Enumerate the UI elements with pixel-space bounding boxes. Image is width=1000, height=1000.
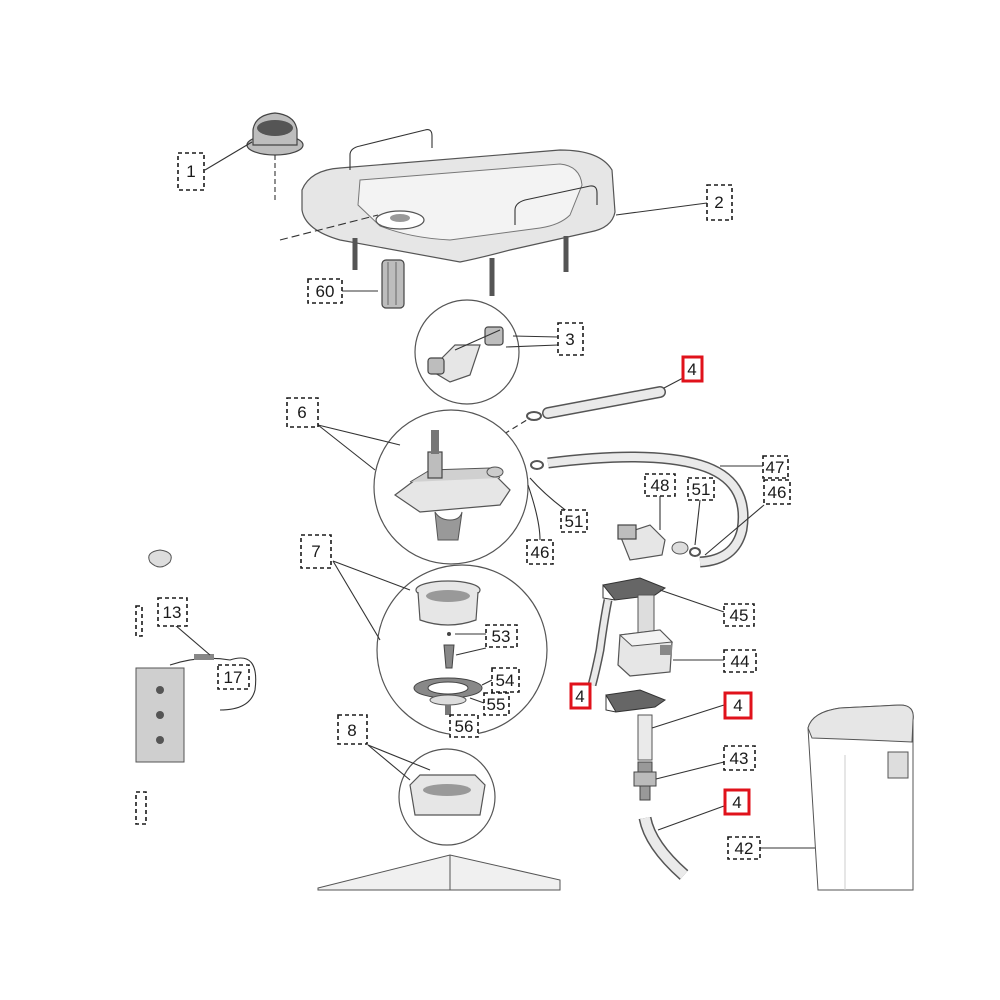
svg-text:46: 46: [768, 483, 787, 502]
label-4-left: 4: [569, 682, 592, 710]
svg-text:4: 4: [687, 360, 696, 379]
svg-text:17: 17: [224, 668, 243, 687]
label-13: 13: [157, 597, 188, 627]
connector-part: [617, 524, 701, 561]
label-42: 42: [727, 836, 761, 860]
label-7: 7: [300, 534, 332, 569]
svg-text:51: 51: [692, 480, 711, 499]
label-45: 45: [723, 603, 755, 627]
wiring-part: [135, 549, 257, 763]
label-54: 54: [491, 667, 520, 693]
label-55: 55: [483, 692, 510, 716]
base-cup-detail: [398, 748, 496, 846]
lower-bracket-part: [605, 689, 667, 713]
drip-tray-part: [279, 129, 616, 296]
svg-text:48: 48: [651, 476, 670, 495]
short-tube-part: [637, 714, 653, 761]
svg-text:55: 55: [487, 695, 506, 714]
cup-assembly-detail: [376, 564, 548, 736]
svg-text:51: 51: [565, 512, 584, 531]
svg-text:4: 4: [575, 687, 584, 706]
water-tank-part: [807, 704, 914, 891]
label-4-mid: 4: [723, 691, 753, 720]
valve-detail: [373, 409, 529, 565]
tube-part: [526, 386, 666, 421]
long-tube-part: [530, 451, 749, 568]
svg-text:45: 45: [730, 606, 749, 625]
clips-detail: [414, 299, 520, 405]
label-53: 53: [485, 624, 518, 648]
label-56: 56: [449, 714, 479, 738]
label-43: 43: [723, 745, 756, 771]
label-48: 48: [644, 473, 676, 497]
pin-part: [381, 259, 405, 309]
cropped-label-left: [135, 605, 143, 637]
pump-part: [617, 594, 674, 677]
label-4-lower: 4: [723, 788, 751, 816]
label-47: 47: [762, 455, 789, 479]
svg-text:60: 60: [316, 282, 335, 301]
svg-text:53: 53: [492, 627, 511, 646]
svg-text:56: 56: [455, 717, 474, 736]
label-44: 44: [723, 649, 757, 673]
svg-text:46: 46: [531, 543, 550, 562]
label-17: 17: [217, 664, 250, 690]
label-51-left: 51: [560, 509, 588, 533]
svg-text:8: 8: [347, 721, 356, 740]
label-2: 2: [706, 184, 733, 221]
fitting-part: [633, 761, 657, 801]
svg-text:42: 42: [735, 839, 754, 858]
svg-text:1: 1: [186, 162, 195, 181]
label-8: 8: [337, 714, 368, 745]
svg-text:54: 54: [496, 671, 515, 690]
label-46-right: 46: [763, 479, 791, 505]
svg-text:6: 6: [297, 403, 306, 422]
svg-text:7: 7: [311, 542, 320, 561]
cropped-label-left-lower: [135, 791, 147, 825]
svg-text:47: 47: [766, 458, 785, 477]
svg-text:43: 43: [730, 749, 749, 768]
svg-text:4: 4: [733, 696, 742, 715]
svg-text:3: 3: [565, 330, 574, 349]
housing-part: [317, 854, 561, 891]
label-51-right: 51: [687, 477, 715, 501]
svg-text:2: 2: [714, 193, 723, 212]
label-3: 3: [557, 322, 584, 356]
label-46-left: 46: [526, 539, 554, 565]
part-labels: 1 2 60 3 4 6 47 48: [135, 152, 791, 860]
svg-text:13: 13: [163, 603, 182, 622]
label-4-top: 4: [681, 355, 704, 383]
bracket-part: [602, 577, 667, 601]
label-60: 60: [307, 278, 343, 304]
svg-text:44: 44: [731, 652, 750, 671]
label-1: 1: [177, 152, 205, 191]
svg-text:4: 4: [732, 793, 741, 812]
knob-part: [246, 112, 304, 200]
label-6: 6: [286, 397, 319, 428]
